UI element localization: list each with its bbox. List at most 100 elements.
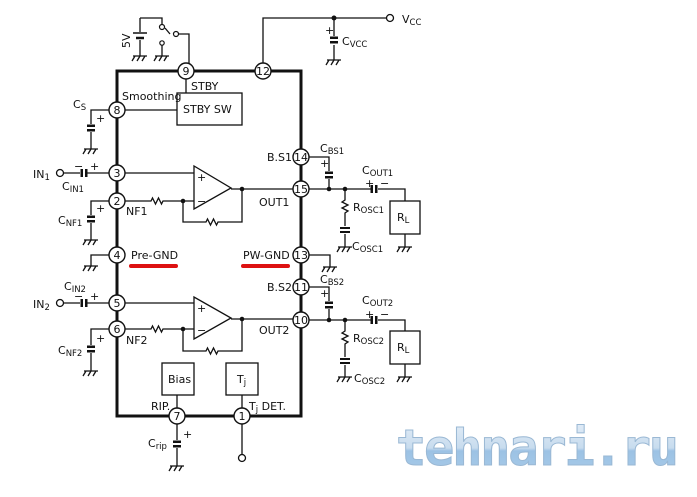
pre-gnd-label: Pre-GND bbox=[131, 249, 178, 262]
bs2-label: B.S2 bbox=[267, 281, 292, 294]
capacitor-icon bbox=[330, 36, 338, 44]
capacitor-icon bbox=[339, 358, 351, 364]
capacitor-icon bbox=[173, 440, 181, 448]
ground-icon bbox=[168, 461, 185, 472]
vcc-terminal bbox=[385, 13, 395, 23]
nf2-label: NF2 bbox=[126, 334, 148, 347]
pw-gnd-label: PW-GND bbox=[243, 249, 290, 262]
svg-text:+: + bbox=[183, 428, 192, 441]
stby-sw-label: STBY SW bbox=[183, 103, 232, 116]
load-resistor-2 bbox=[389, 330, 421, 365]
out1-label: OUT1 bbox=[259, 196, 289, 209]
svg-text:2: 2 bbox=[114, 195, 121, 208]
channel2-output: B.S2 RL + + − CBS2 COUT2 ROSC2 COSC2 bbox=[267, 273, 421, 387]
capacitor-icon bbox=[87, 345, 95, 353]
capacitor-icon bbox=[339, 227, 351, 233]
pin-11: 11 bbox=[292, 278, 310, 296]
ground-icon bbox=[325, 55, 342, 66]
svg-text:1: 1 bbox=[239, 410, 246, 423]
ground-icon bbox=[153, 51, 170, 62]
channel2-input: − + IN2 CIN2 + CNF2 + − NF2 OUT2 bbox=[33, 280, 293, 377]
smoothing-label: Smoothing bbox=[122, 90, 181, 103]
rl1-label: RL bbox=[397, 211, 410, 226]
load-resistor-1 bbox=[389, 200, 421, 235]
opamp1-icon bbox=[193, 164, 233, 211]
vcc-label: VCC bbox=[402, 13, 421, 28]
ground-icon bbox=[336, 372, 353, 383]
pin-1: 1 bbox=[233, 407, 251, 425]
svg-text:+: + bbox=[320, 287, 329, 300]
pin-14: 14 bbox=[292, 148, 310, 166]
cvcc-label: CVCC bbox=[342, 35, 367, 50]
stby-sw-block bbox=[176, 92, 243, 126]
svg-text:−: − bbox=[197, 195, 206, 208]
svg-text:11: 11 bbox=[294, 281, 308, 294]
pin-12: 12 bbox=[254, 62, 272, 80]
opamp2-icon bbox=[193, 295, 233, 341]
pin-3: 3 bbox=[108, 164, 126, 182]
channel1-output: B.S1 RL + + − CBS1 COUT1 ROSC1 COSC1 bbox=[267, 142, 421, 255]
svg-text:+: + bbox=[197, 171, 206, 184]
pin-6: 6 bbox=[108, 320, 126, 338]
ground-icon bbox=[321, 262, 338, 273]
in1-label: IN1 bbox=[33, 168, 50, 183]
svg-text:12: 12 bbox=[256, 65, 270, 78]
resistor-icon bbox=[341, 196, 349, 218]
cin2-label: CIN2 bbox=[64, 280, 86, 295]
svg-text:5: 5 bbox=[114, 297, 121, 310]
cs-label: CS bbox=[73, 98, 86, 113]
svg-text:3: 3 bbox=[114, 167, 121, 180]
svg-text:9: 9 bbox=[183, 65, 190, 78]
svg-text:+: + bbox=[365, 308, 374, 321]
rip-label: RIP. bbox=[151, 400, 170, 413]
resistor-icon bbox=[147, 197, 167, 205]
svg-text:13: 13 bbox=[294, 249, 308, 262]
resistor-icon bbox=[341, 327, 349, 349]
out2-label: OUT2 bbox=[259, 324, 289, 337]
pin-9: 9 bbox=[177, 62, 195, 80]
svg-text:7: 7 bbox=[174, 410, 181, 423]
in2-terminal[interactable] bbox=[55, 298, 65, 308]
vcc-circuit: + VCC CVCC bbox=[262, 13, 421, 71]
resistor-icon bbox=[202, 218, 222, 226]
resistor-icon bbox=[202, 347, 222, 355]
in1-terminal[interactable] bbox=[55, 168, 65, 178]
pin-5: 5 bbox=[108, 294, 126, 312]
cs-circuit: + CS bbox=[73, 98, 109, 155]
pin-15: 15 bbox=[292, 180, 310, 198]
svg-text:−: − bbox=[74, 290, 83, 303]
tj-terminal[interactable] bbox=[237, 453, 247, 463]
svg-text:−: − bbox=[74, 160, 83, 173]
pin-2: 2 bbox=[108, 192, 126, 210]
svg-text:8: 8 bbox=[114, 104, 121, 117]
svg-text:6: 6 bbox=[114, 323, 121, 336]
pin-10: 10 bbox=[292, 311, 310, 329]
svg-text:+: + bbox=[96, 112, 105, 125]
channel1-input: − + IN1 CIN1 + CNF1 + − NF1 OUT1 bbox=[33, 160, 293, 246]
svg-text:−: − bbox=[197, 324, 206, 337]
rosc1-label: ROSC1 bbox=[353, 201, 384, 216]
bias-block bbox=[161, 362, 195, 396]
svg-text:4: 4 bbox=[114, 249, 121, 262]
svg-text:+: + bbox=[96, 332, 105, 345]
capacitor-icon bbox=[325, 171, 333, 179]
cnf1-label: CNF1 bbox=[58, 214, 82, 229]
cin1-label: CIN1 bbox=[62, 180, 84, 195]
cout2-label: COUT2 bbox=[362, 294, 393, 309]
rosc2-label: ROSC2 bbox=[353, 332, 384, 347]
svg-text:+: + bbox=[197, 302, 206, 315]
svg-text:15: 15 bbox=[294, 183, 308, 196]
svg-text:14: 14 bbox=[294, 151, 308, 164]
watermark: tehnari.ru bbox=[396, 419, 677, 477]
ground-icon bbox=[396, 242, 413, 253]
nf1-label: NF1 bbox=[126, 205, 148, 218]
capacitor-icon bbox=[87, 124, 95, 132]
supply-5v-label: 5V bbox=[120, 33, 133, 48]
ground-icon bbox=[396, 372, 413, 383]
resistor-icon bbox=[147, 325, 167, 333]
cosc1-label: COSC1 bbox=[352, 240, 383, 255]
cbs2-label: CBS2 bbox=[320, 273, 344, 288]
tj-det-label: Tj DET. bbox=[248, 400, 286, 415]
cosc2-label: COSC2 bbox=[354, 372, 385, 387]
